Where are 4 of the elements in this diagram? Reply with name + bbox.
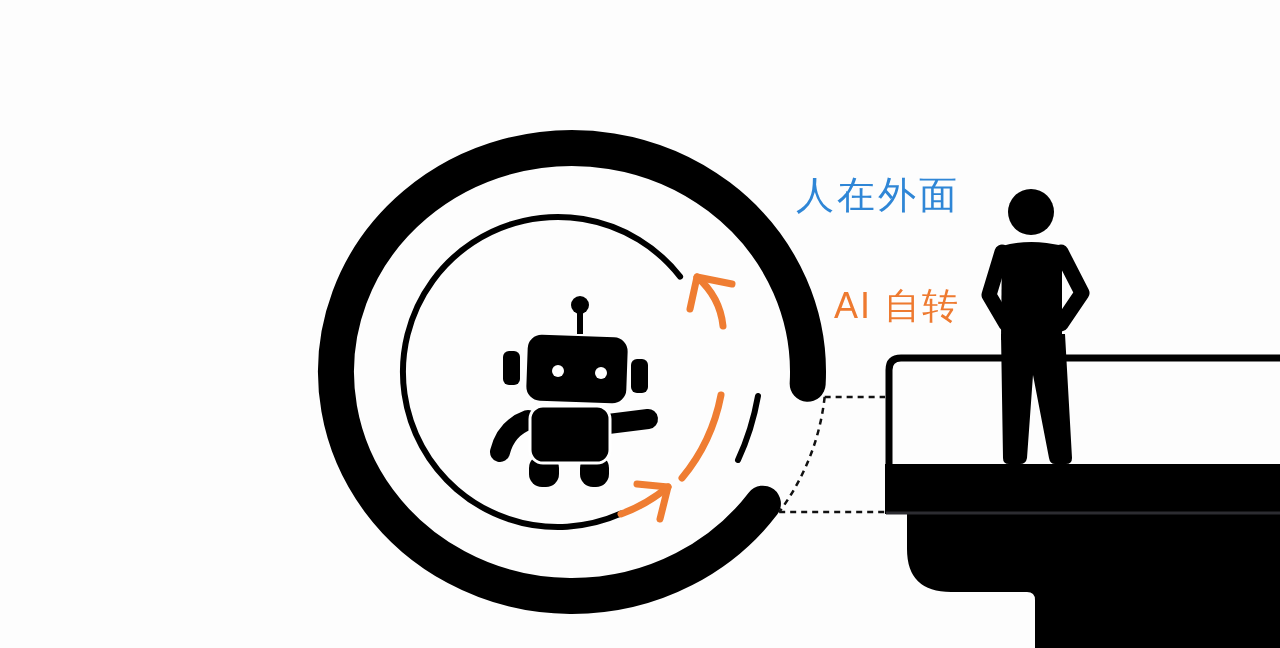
annotation-text: 人在外面 [796,176,960,214]
dashed-connector [824,395,885,399]
dashed-connector [779,510,885,514]
annotation-text: AI 自转 [834,288,960,324]
